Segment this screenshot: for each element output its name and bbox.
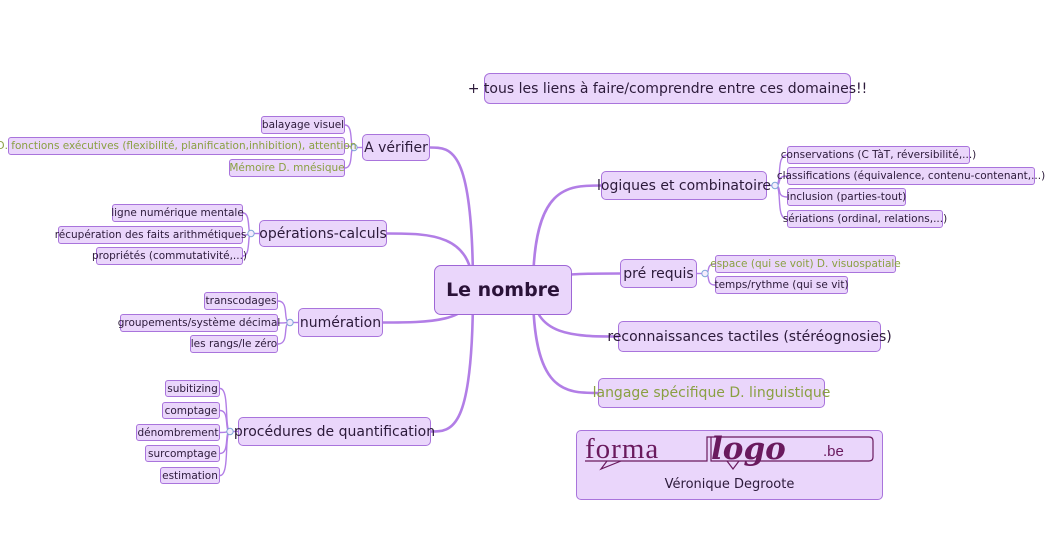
subnode-balayage-visuel[interactable]: balayage visuel [261, 116, 345, 134]
collapse-toggle-icon [286, 318, 294, 327]
subnode-fonctions-executives[interactable]: D. fonctions exécutives (flexibilité, pl… [0, 137, 356, 155]
main-link [430, 289, 475, 433]
subnode-conservations[interactable]: conservations (C TàT, réversibilité,...) [781, 146, 976, 164]
branch-reconnaissances-tactiles[interactable]: reconnaissances tactiles (stéréognosies) [607, 321, 892, 352]
subnode-seriations[interactable]: sériations (ordinal, relations,...) [783, 210, 947, 228]
collapse-toggle-icon [350, 143, 358, 152]
logo-speech-bubble-icon [585, 436, 874, 471]
main-link [531, 184, 602, 291]
branch-pre-requis[interactable]: pré requis [620, 259, 697, 288]
root-node[interactable]: Le nombre [434, 265, 572, 315]
note-node[interactable]: + tous les liens à faire/comprendre entr… [468, 73, 867, 104]
subnode-comptage[interactable]: comptage [162, 402, 220, 419]
subnode-transcodages[interactable]: transcodages [204, 292, 278, 310]
main-link [429, 146, 475, 291]
subnode-inclusion[interactable]: inclusion (parties-tout) [787, 188, 906, 206]
collapse-toggle-icon [226, 427, 234, 436]
main-link [531, 289, 599, 395]
subnode-groupements[interactable]: groupements/système décimal [118, 314, 280, 332]
subnode-ligne-numerique[interactable]: ligne numérique mentale [111, 204, 244, 222]
subnode-recuperation-faits[interactable]: récupération des faits arithmétiques [55, 226, 246, 244]
subnode-denombrement[interactable]: dénombrement [136, 424, 220, 441]
logo-author-name: Véronique Degroote [664, 477, 795, 492]
subnode-proprietes[interactable]: propriétés (commutativité,...) [92, 247, 247, 265]
collapse-toggle-icon [247, 229, 255, 238]
collapse-toggle-icon [701, 269, 709, 278]
subnode-espace[interactable]: espace (qui se voit) D. visuospatiale [710, 255, 901, 273]
logo-text-be: .be [823, 443, 844, 460]
subnode-memoire[interactable]: Mémoire D. mnésique [229, 159, 345, 177]
branch-procedures-quantification[interactable]: procédures de quantification [234, 417, 435, 446]
formalogo-logo-card: forma logo .be Véronique Degroote [576, 430, 883, 500]
subnode-estimation[interactable]: estimation [160, 467, 220, 484]
logo-text-forma: forma [585, 433, 660, 465]
branch-operations-calculs[interactable]: opérations-calculs [259, 220, 387, 247]
subnode-classifications[interactable]: classifications (équivalence, contenu-co… [777, 167, 1045, 185]
branch-a-verifier[interactable]: A vérifier [362, 134, 430, 161]
subnode-subitizing[interactable]: subitizing [165, 380, 220, 397]
subnode-rangs-zero[interactable]: les rangs/le zéro [190, 335, 278, 353]
subnode-temps-rythme[interactable]: temps/rythme (qui se vit) [714, 276, 849, 294]
branch-logiques-combinatoire[interactable]: logiques et combinatoire [597, 171, 771, 200]
subnode-surcomptage[interactable]: surcomptage [145, 445, 220, 462]
collapse-toggle-icon [771, 181, 779, 190]
branch-langage-specifique[interactable]: langage spécifique D. linguistique [593, 378, 830, 408]
branch-numeration[interactable]: numération [298, 308, 383, 337]
